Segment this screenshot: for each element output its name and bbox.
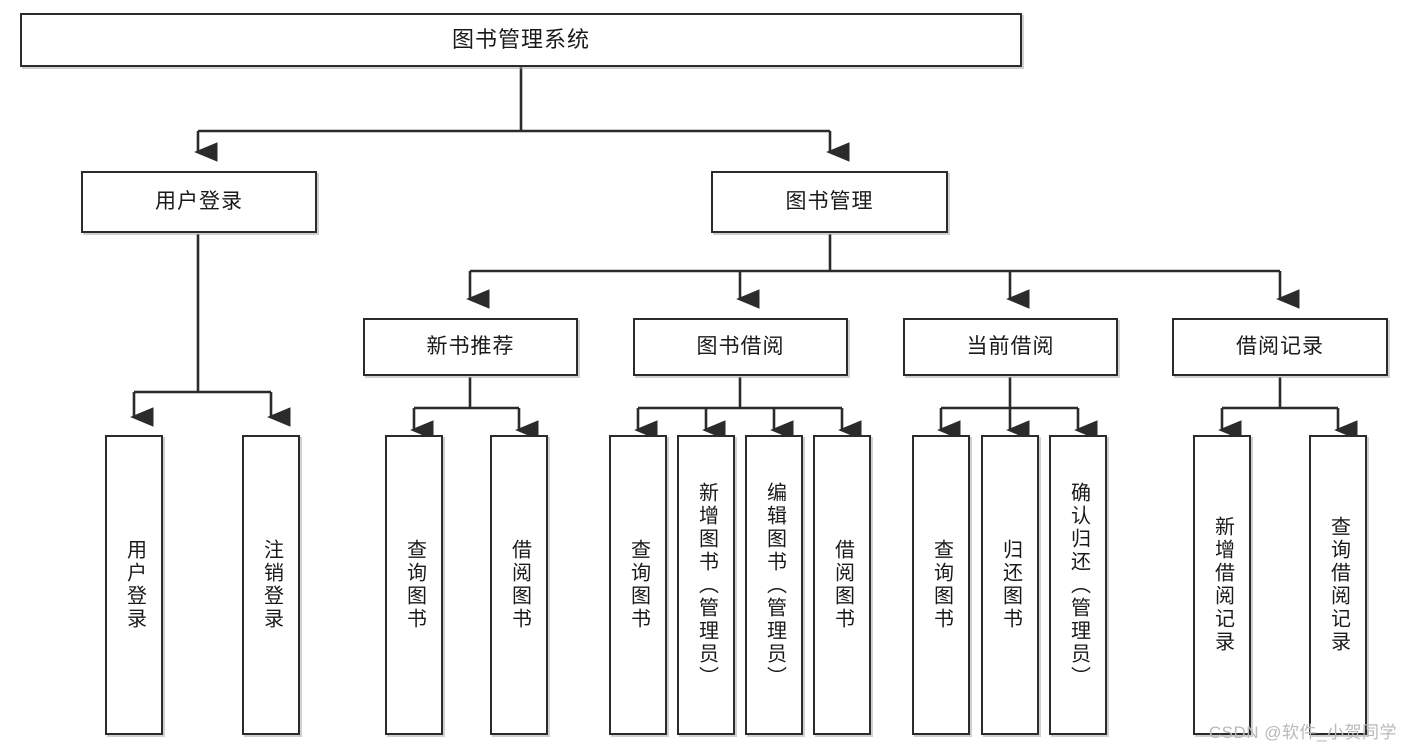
node-label: 图书管理 xyxy=(785,190,874,214)
leaf-borrow-record-add[interactable]: 新增借阅记录 xyxy=(1193,435,1251,735)
leaf-current-borrow-query[interactable]: 查询图书 xyxy=(912,435,970,735)
node-label: 查询图书 xyxy=(627,539,650,631)
node-new-book-recommend[interactable]: 新书推荐 xyxy=(363,318,578,376)
leaf-user-login-login[interactable]: 用户登录 xyxy=(105,435,163,735)
node-label: 当前借阅 xyxy=(966,335,1055,359)
node-label: 图书管理系统 xyxy=(451,26,590,52)
node-label: 查询图书 xyxy=(403,539,426,631)
leaf-new-book-borrow[interactable]: 借阅图书 xyxy=(490,435,548,735)
node-label: 借阅图书 xyxy=(831,539,854,631)
node-label: 查询借阅记录 xyxy=(1327,516,1350,654)
node-label: 用户登录 xyxy=(155,190,243,214)
node-label: 新增借阅记录 xyxy=(1211,516,1234,654)
leaf-user-login-logout[interactable]: 注销登录 xyxy=(242,435,300,735)
node-root-book-management-system[interactable]: 图书管理系统 xyxy=(20,13,1022,67)
leaf-book-borrow-query[interactable]: 查询图书 xyxy=(609,435,667,735)
node-user-login[interactable]: 用户登录 xyxy=(81,171,317,233)
node-current-borrow[interactable]: 当前借阅 xyxy=(903,318,1118,376)
node-label: 确认归还（管理员） xyxy=(1067,481,1090,689)
node-label: 新增图书（管理员） xyxy=(695,481,718,689)
node-book-borrow[interactable]: 图书借阅 xyxy=(633,318,848,376)
node-label: 注销登录 xyxy=(260,539,283,631)
node-book-management[interactable]: 图书管理 xyxy=(711,171,948,233)
node-label: 新书推荐 xyxy=(426,335,515,359)
node-label: 图书借阅 xyxy=(696,335,785,359)
leaf-new-book-query[interactable]: 查询图书 xyxy=(385,435,443,735)
watermark-text: CSDN @软件_小贺同学 xyxy=(1208,723,1397,742)
node-borrow-record[interactable]: 借阅记录 xyxy=(1172,318,1388,376)
leaf-book-borrow-add[interactable]: 新增图书（管理员） xyxy=(677,435,735,735)
node-label: 借阅图书 xyxy=(508,539,531,631)
node-label: 借阅记录 xyxy=(1236,335,1324,359)
leaf-borrow-record-query[interactable]: 查询借阅记录 xyxy=(1309,435,1367,735)
node-label: 归还图书 xyxy=(999,539,1022,631)
node-label: 用户登录 xyxy=(123,539,146,631)
node-label: 编辑图书（管理员） xyxy=(763,481,786,689)
leaf-current-borrow-confirm-return[interactable]: 确认归还（管理员） xyxy=(1049,435,1107,735)
leaf-book-borrow-borrow[interactable]: 借阅图书 xyxy=(813,435,871,735)
leaf-current-borrow-return[interactable]: 归还图书 xyxy=(981,435,1039,735)
node-label: 查询图书 xyxy=(930,539,953,631)
leaf-book-borrow-edit[interactable]: 编辑图书（管理员） xyxy=(745,435,803,735)
